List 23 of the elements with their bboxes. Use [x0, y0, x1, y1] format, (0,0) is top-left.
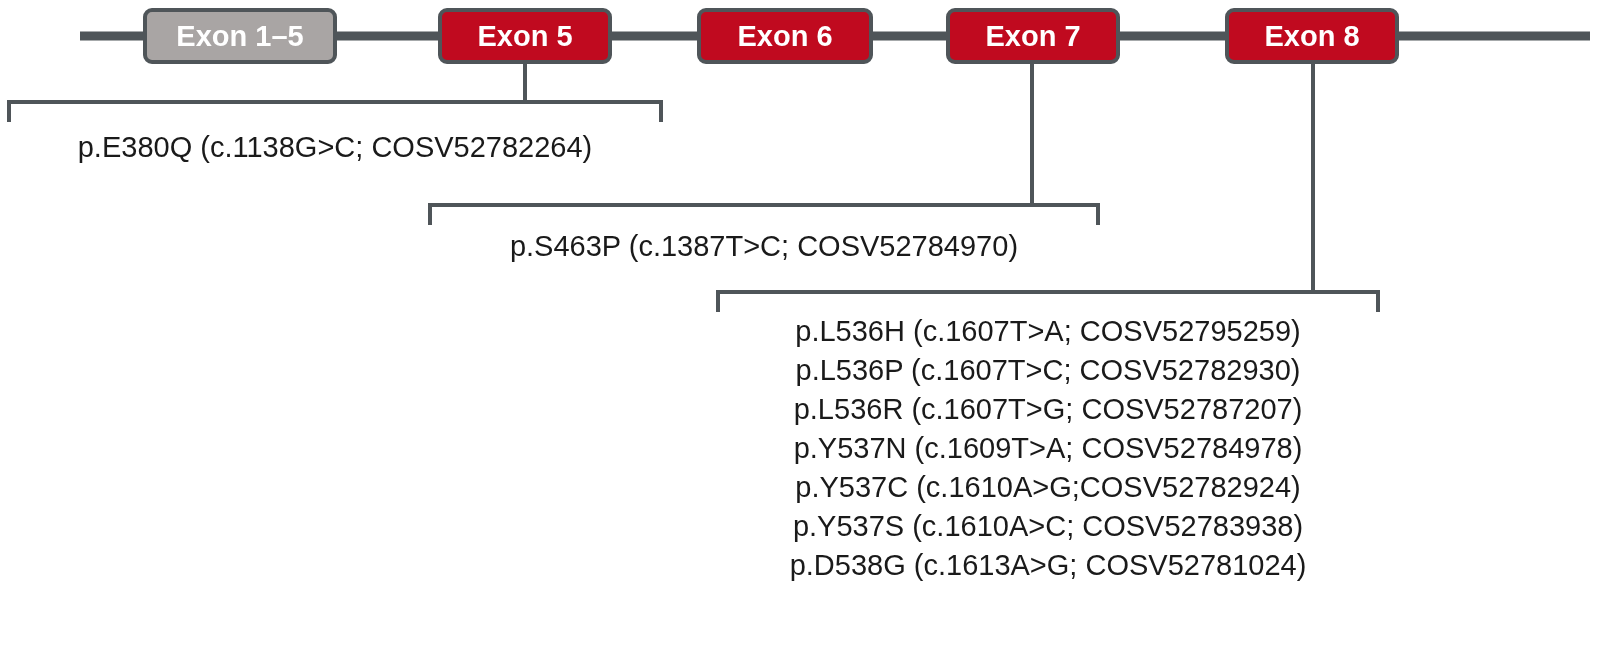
- mutation-label: p.L536R (c.1607T>G; COSV52787207): [793, 392, 1303, 427]
- gene-track-line: [612, 31, 697, 41]
- exon-box: Exon 1–5: [143, 8, 337, 64]
- mutation-label: p.Y537S (c.1610A>C; COSV52783938): [792, 509, 1304, 544]
- mutation-label: p.E380Q (c.1138G>C; COSV52782264): [77, 130, 593, 165]
- leader-line: [1311, 64, 1315, 290]
- mutation-label: p.D538G (c.1613A>G; COSV52781024): [789, 548, 1307, 583]
- leader-line: [523, 64, 527, 100]
- exon-box: Exon 6: [697, 8, 873, 64]
- exon-box: Exon 5: [438, 8, 612, 64]
- gene-track-line: [873, 31, 946, 41]
- gene-track-line: [1120, 31, 1225, 41]
- mutation-label: p.L536H (c.1607T>A; COSV52795259): [795, 314, 1301, 349]
- exon-box: Exon 7: [946, 8, 1120, 64]
- leader-line: [1030, 64, 1034, 203]
- gene-track-line: [80, 31, 143, 41]
- mutation-label: p.S463P (c.1387T>C; COSV52784970): [509, 229, 1019, 264]
- gene-track-line: [1399, 31, 1590, 41]
- mutation-label: p.L536P (c.1607T>C; COSV52782930): [795, 353, 1301, 388]
- mutation-label: p.Y537N (c.1609T>A; COSV52784978): [793, 431, 1303, 466]
- mutation-label: p.Y537C (c.1610A>G;COSV52782924): [795, 470, 1301, 505]
- gene-track-line: [337, 31, 438, 41]
- exon-box: Exon 8: [1225, 8, 1399, 64]
